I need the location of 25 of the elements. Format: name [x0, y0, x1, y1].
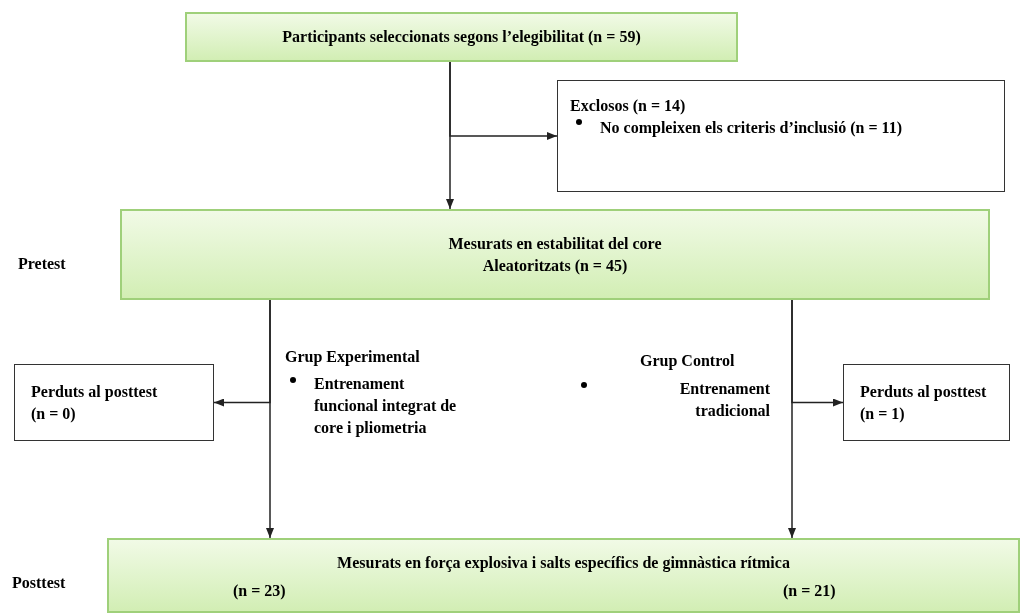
- label-text: Posttest: [12, 573, 67, 593]
- box-text: Aleatoritzats (n = 45): [482, 255, 628, 277]
- box-text: Perduts al posttest (n = 0): [31, 381, 159, 425]
- count-text: (n = 23): [233, 581, 286, 602]
- label-text: Entrenament tradicional: [678, 379, 770, 421]
- arrow: [449, 61, 558, 140]
- arrow: [791, 299, 844, 407]
- box-text: Participants seleccionats segons l’elegibilitat (n = 59): [282, 27, 641, 48]
- process-box: [185, 12, 738, 62]
- box-heading: Exclosos (n = 14): [570, 96, 687, 117]
- count-text: (n = 21): [783, 581, 836, 602]
- box-text: Mesurats en força explosiva i salts específics de gimnàstica rítmica: [337, 553, 790, 574]
- process-box: [120, 209, 990, 300]
- box-text: Perduts al posttest (n = 1): [860, 381, 988, 425]
- label-text: Grup Control: [640, 351, 736, 372]
- label-text: Entrenament funcional integrat de core i pliometria: [314, 374, 458, 439]
- bullet-text: No compleixen els criteris d’inclusió (n = 11): [600, 118, 903, 139]
- exclusion-box: [14, 364, 214, 441]
- box-text: Mesurats en estabilitat del core: [448, 233, 662, 254]
- exclusion-box: [843, 364, 1010, 441]
- process-box: [107, 538, 1020, 613]
- label-text: Pretest: [18, 254, 67, 274]
- exclusion-box: [557, 80, 1005, 192]
- arrow: [213, 299, 271, 407]
- label-text: Grup Experimental: [285, 347, 421, 368]
